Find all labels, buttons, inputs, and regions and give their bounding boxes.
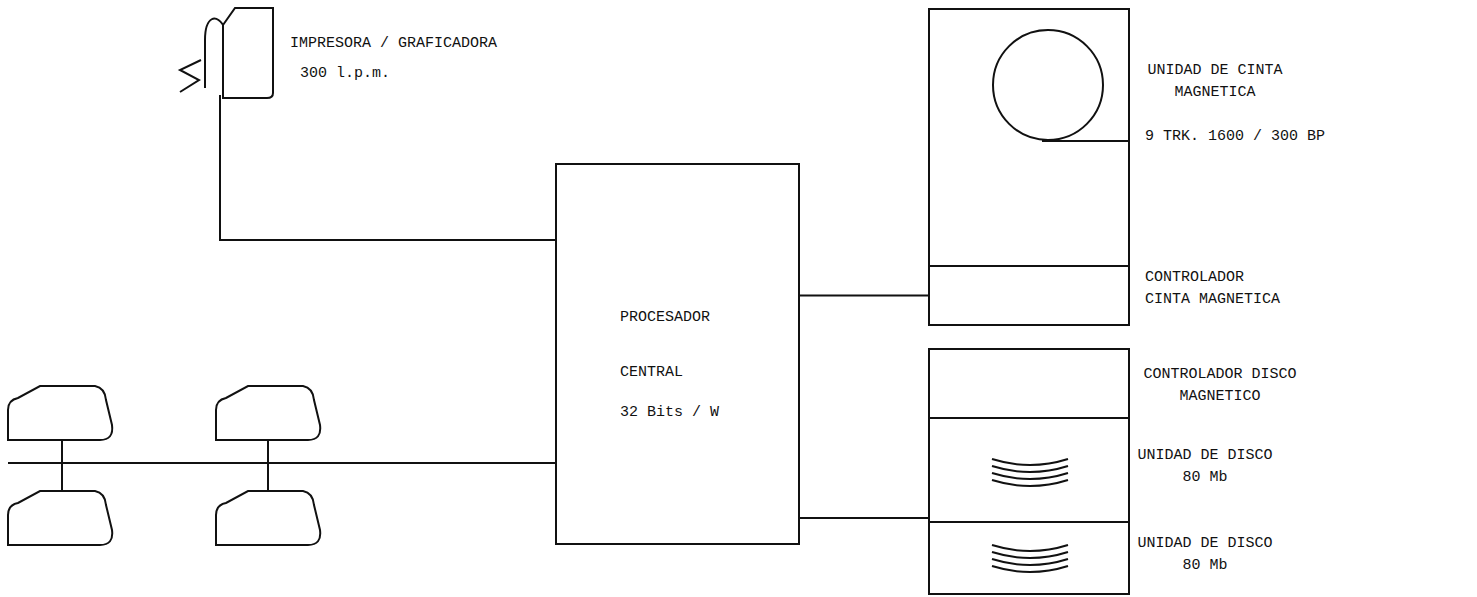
node-shape <box>215 5 277 100</box>
node-label: CONTROLADOR DISCO MAGNETICO <box>1140 364 1300 408</box>
node-label: PROCESADOR CENTRAL <box>620 290 730 400</box>
node-label: UNIDAD DE DISCO 80 Mb <box>1130 445 1280 489</box>
node-label: CONTROLADOR CINTA MAGNETICA <box>1145 267 1295 311</box>
disk-controller-box: CONTROLADOR DISCO MAGNETICO <box>928 348 1130 419</box>
node-label: UNIDAD DE DISCO 80 Mb <box>1130 533 1280 577</box>
connector-line <box>800 295 928 297</box>
tape-unit-box: UNIDAD DE CINTA MAGNETICA9 TRK. 1600 / 3… <box>928 8 1130 267</box>
connector-line <box>220 95 555 240</box>
disk-unit-box: UNIDAD DE DISCO 80 Mb <box>928 417 1130 523</box>
connector-line <box>800 517 928 519</box>
printer-paper <box>180 19 226 92</box>
printer-icon: IMPRESORA / GRAFICADORA300 l.p.m. <box>215 5 277 100</box>
node-label: 32 Bits / W <box>620 402 750 424</box>
node-shape <box>930 523 1132 597</box>
node-shape <box>930 10 1132 269</box>
node-shape <box>930 350 1132 421</box>
tape-controller-box: CONTROLADOR CINTA MAGNETICA <box>928 265 1130 326</box>
processor-box: PROCESADOR CENTRAL32 Bits / W <box>555 163 800 545</box>
terminal-icons <box>8 386 320 545</box>
disk-unit-box: UNIDAD DE DISCO 80 Mb <box>928 521 1130 595</box>
terminal-bus <box>8 440 555 491</box>
node-shape <box>557 165 802 547</box>
node-shape <box>930 419 1132 525</box>
node-shape <box>930 267 1132 328</box>
node-label: IMPRESORA / GRAFICADORA <box>290 33 550 55</box>
node-label: UNIDAD DE CINTA MAGNETICA <box>1140 60 1290 104</box>
node-label: 9 TRK. 1600 / 300 BP <box>1145 126 1345 148</box>
node-label: 300 l.p.m. <box>300 63 440 85</box>
